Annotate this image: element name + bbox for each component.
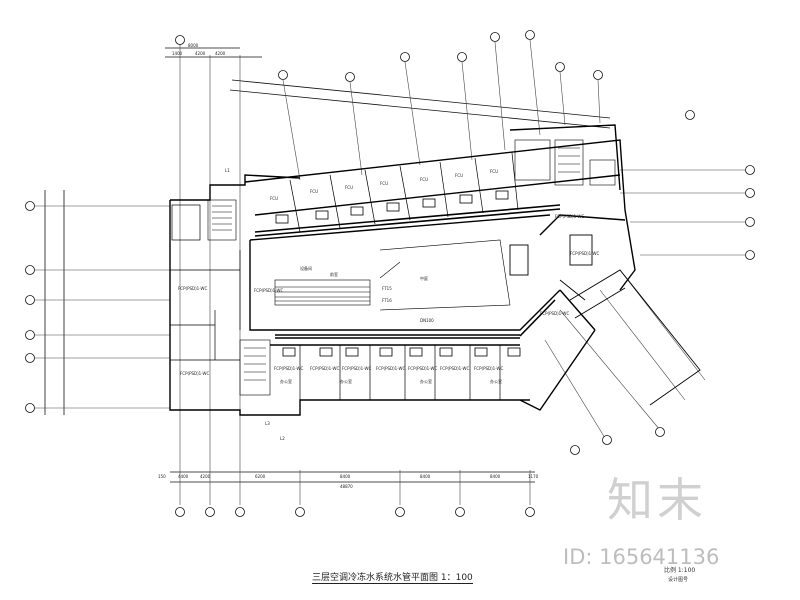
svg-text:FT15: FT15 <box>382 286 392 291</box>
stair-core-left <box>207 199 271 396</box>
svg-text:FCP(PSD)1-WC: FCP(PSD)1-WC <box>180 371 209 376</box>
svg-text:150: 150 <box>158 474 166 479</box>
svg-text:设备间: 设备间 <box>300 265 312 271</box>
right-wing <box>509 234 701 406</box>
svg-text:办公室: 办公室 <box>340 378 352 384</box>
svg-text:中庭: 中庭 <box>420 275 428 281</box>
sheet-note: 设计图号 <box>668 577 689 583</box>
svg-text:FCP(PSD)1-WC: FCP(PSD)1-WC <box>310 366 339 371</box>
svg-text:1400: 1400 <box>172 51 183 56</box>
svg-text:4400: 4400 <box>178 474 189 479</box>
svg-text:FCP(PSD)1-WC: FCP(PSD)1-WC <box>474 366 503 371</box>
grid-axes <box>35 39 745 505</box>
svg-text:FCP(PSD)1-WC: FCP(PSD)1-WC <box>178 286 207 291</box>
stair-core-right <box>514 139 616 186</box>
watermark-id: ID: 165641136 <box>563 545 720 569</box>
svg-text:FCU: FCU <box>455 173 463 178</box>
svg-text:L2: L2 <box>280 436 285 441</box>
scale-note: 比例 1:100 <box>664 567 696 574</box>
svg-text:FCU: FCU <box>310 189 318 194</box>
svg-text:FCU: FCU <box>270 196 278 201</box>
svg-text:FT16: FT16 <box>382 298 392 303</box>
svg-text:FCP(PSD)1-WC: FCP(PSD)1-WC <box>274 366 303 371</box>
svg-text:FCP(PSD)1-WC: FCP(PSD)1-WC <box>555 214 584 219</box>
svg-text:FCP(PSD)1-WC: FCP(PSD)1-WC <box>376 366 405 371</box>
svg-text:办公室: 办公室 <box>280 378 292 384</box>
svg-text:FCP(PSD)1-WC: FCP(PSD)1-WC <box>540 311 569 316</box>
svg-text:8400: 8400 <box>420 474 431 479</box>
svg-text:4200: 4200 <box>195 51 206 56</box>
svg-text:8400: 8400 <box>340 474 351 479</box>
svg-text:FCP(PSD)1-WC: FCP(PSD)1-WC <box>440 366 469 371</box>
fcu-units-bottom <box>282 347 521 357</box>
svg-text:DN100: DN100 <box>420 318 434 323</box>
svg-text:FCP(PSD)1-WC: FCP(PSD)1-WC <box>570 251 599 256</box>
dim-line-diagonal <box>229 89 611 129</box>
watermark-brand: 知末 <box>607 473 707 527</box>
rooms-bottom <box>299 345 501 400</box>
svg-text:FCU: FCU <box>380 181 388 186</box>
rooms-left <box>170 204 241 361</box>
axis-bubbles <box>25 30 755 517</box>
svg-text:办公室: 办公室 <box>490 378 502 384</box>
fcu-units-top <box>275 190 509 224</box>
svg-text:4200: 4200 <box>215 51 226 56</box>
svg-text:4200: 4200 <box>200 474 211 479</box>
escalator <box>274 239 511 311</box>
svg-text:8000: 8000 <box>188 43 199 48</box>
svg-text:L3: L3 <box>265 421 270 426</box>
pipe-runs <box>254 204 561 339</box>
svg-text:前室: 前室 <box>330 271 338 277</box>
svg-text:FCP(PSD)1-WC: FCP(PSD)1-WC <box>254 288 283 293</box>
svg-text:6200: 6200 <box>255 474 266 479</box>
svg-text:L1: L1 <box>225 168 230 173</box>
rooms-top <box>289 152 519 233</box>
drawing-title: 三层空调冷冻水系统水管平面图 1：100 <box>312 570 473 584</box>
svg-text:办公室: 办公室 <box>420 378 432 384</box>
svg-text:48870: 48870 <box>340 484 353 489</box>
building-outline <box>169 124 636 416</box>
svg-text:FCU: FCU <box>420 177 428 182</box>
svg-text:FCU: FCU <box>345 185 353 190</box>
svg-text:8400: 8400 <box>490 474 501 479</box>
tiny-labels: 1400 4200 4200 8000 4200 6200 8400 8400 … <box>158 43 599 489</box>
svg-text:1170: 1170 <box>528 474 539 479</box>
svg-text:FCP(PSD)1-WC: FCP(PSD)1-WC <box>408 366 437 371</box>
svg-text:FCU: FCU <box>490 169 498 174</box>
svg-text:FCP(PSD)1-WC: FCP(PSD)1-WC <box>342 366 371 371</box>
